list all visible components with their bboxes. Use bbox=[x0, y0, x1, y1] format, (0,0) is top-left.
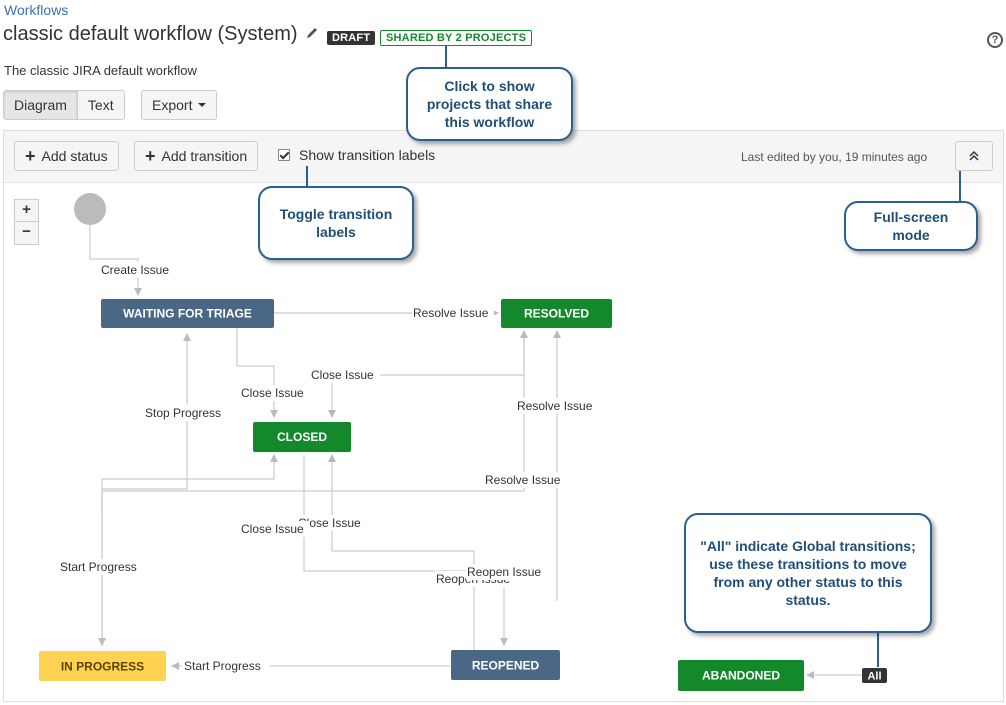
export-button[interactable]: Export bbox=[141, 90, 218, 120]
transition-stop-progress[interactable]: Stop Progress bbox=[145, 406, 221, 420]
transition-resolve-issue-mid[interactable]: Resolve Issue bbox=[485, 473, 561, 487]
transition-start-progress-bottom[interactable]: Start Progress bbox=[184, 659, 261, 673]
transition-resolve-issue-right[interactable]: Resolve Issue bbox=[517, 399, 593, 413]
fullscreen-button[interactable] bbox=[955, 141, 993, 171]
add-transition-label: Add transition bbox=[161, 148, 248, 164]
status-waiting-for-triage[interactable]: WAITING FOR TRIAGE bbox=[101, 299, 274, 328]
transition-resolve-issue-top[interactable]: Resolve Issue bbox=[413, 306, 489, 320]
checkbox-checked[interactable] bbox=[278, 149, 290, 161]
initial-node[interactable] bbox=[74, 193, 106, 225]
shared-projects-lozenge[interactable]: SHARED BY 2 PROJECTS bbox=[380, 30, 533, 46]
show-transition-labels-text: Show transition labels bbox=[299, 147, 436, 163]
tab-text[interactable]: Text bbox=[77, 90, 125, 120]
add-status-label: Add status bbox=[41, 148, 108, 164]
transition-close-issue-reopened[interactable]: Close Issue bbox=[298, 516, 361, 530]
svg-text:CLOSED: CLOSED bbox=[277, 430, 327, 444]
chevron-down-icon bbox=[198, 103, 207, 107]
svg-text:All: All bbox=[867, 671, 881, 683]
status-resolved[interactable]: RESOLVED bbox=[501, 299, 612, 328]
add-transition-button[interactable]: + Add transition bbox=[134, 141, 259, 171]
status-abandoned[interactable]: ABANDONED bbox=[678, 660, 804, 691]
last-edited-text: Last edited by you, 19 minutes ago bbox=[741, 150, 928, 164]
status-in-progress[interactable]: IN PROGRESS bbox=[39, 651, 166, 681]
workflow-description: The classic JIRA default workflow bbox=[4, 63, 197, 78]
svg-text:ABANDONED: ABANDONED bbox=[702, 669, 780, 683]
svg-text:WAITING FOR TRIAGE: WAITING FOR TRIAGE bbox=[123, 307, 252, 321]
show-transition-labels-toggle[interactable]: Show transition labels bbox=[278, 147, 435, 163]
callout-fullscreen: Full-screen mode bbox=[844, 201, 978, 251]
help-icon[interactable]: ? bbox=[987, 32, 1003, 48]
svg-text:IN PROGRESS: IN PROGRESS bbox=[61, 660, 144, 674]
status-closed[interactable]: CLOSED bbox=[253, 422, 351, 452]
transition-labels: Create Issue Resolve Issue Close Issue C… bbox=[59, 262, 887, 683]
transition-reopen-issue-resolved[interactable]: Reopen Issue bbox=[467, 565, 541, 579]
breadcrumb-workflows[interactable]: Workflows bbox=[4, 2, 69, 18]
zoom-controls: + − bbox=[14, 199, 39, 245]
transition-close-issue-waiting[interactable]: Close Issue bbox=[241, 386, 304, 400]
zoom-in-button[interactable]: + bbox=[14, 199, 39, 222]
callout-pointer bbox=[959, 171, 961, 202]
callout-shared-projects: Click to show projects that share this w… bbox=[406, 67, 573, 141]
callout-global-transitions: "All" indicate Global transitions; use t… bbox=[684, 513, 932, 633]
transition-all-global[interactable]: All bbox=[862, 668, 887, 683]
svg-text:RESOLVED: RESOLVED bbox=[524, 307, 589, 321]
plus-icon: + bbox=[25, 146, 36, 166]
callout-pointer bbox=[877, 631, 879, 667]
view-toggle: Diagram Text bbox=[3, 90, 125, 120]
draft-lozenge: DRAFT bbox=[327, 31, 376, 45]
transition-start-progress-left[interactable]: Start Progress bbox=[60, 560, 137, 574]
transition-close-issue-progress[interactable]: Close Issue bbox=[241, 522, 304, 536]
add-status-button[interactable]: + Add status bbox=[14, 141, 119, 171]
plus-icon: + bbox=[145, 146, 156, 166]
svg-text:REOPENED: REOPENED bbox=[472, 659, 540, 673]
callout-toggle-labels: Toggle transition labels bbox=[258, 186, 414, 260]
workflow-diagram: WAITING FOR TRIAGE RESOLVED CLOSED IN PR… bbox=[39, 193, 887, 691]
status-reopened[interactable]: REOPENED bbox=[451, 650, 560, 680]
zoom-out-button[interactable]: − bbox=[14, 222, 39, 245]
pencil-icon[interactable] bbox=[305, 26, 319, 40]
page-title: classic default workflow (System) bbox=[3, 23, 298, 45]
callout-pointer bbox=[306, 166, 308, 187]
callout-pointer bbox=[445, 46, 447, 68]
transition-close-issue-resolved[interactable]: Close Issue bbox=[311, 368, 374, 382]
transition-create-issue[interactable]: Create Issue bbox=[101, 263, 169, 277]
double-chevron-up-icon bbox=[969, 150, 979, 161]
tab-diagram[interactable]: Diagram bbox=[3, 90, 78, 120]
export-label: Export bbox=[152, 97, 193, 113]
